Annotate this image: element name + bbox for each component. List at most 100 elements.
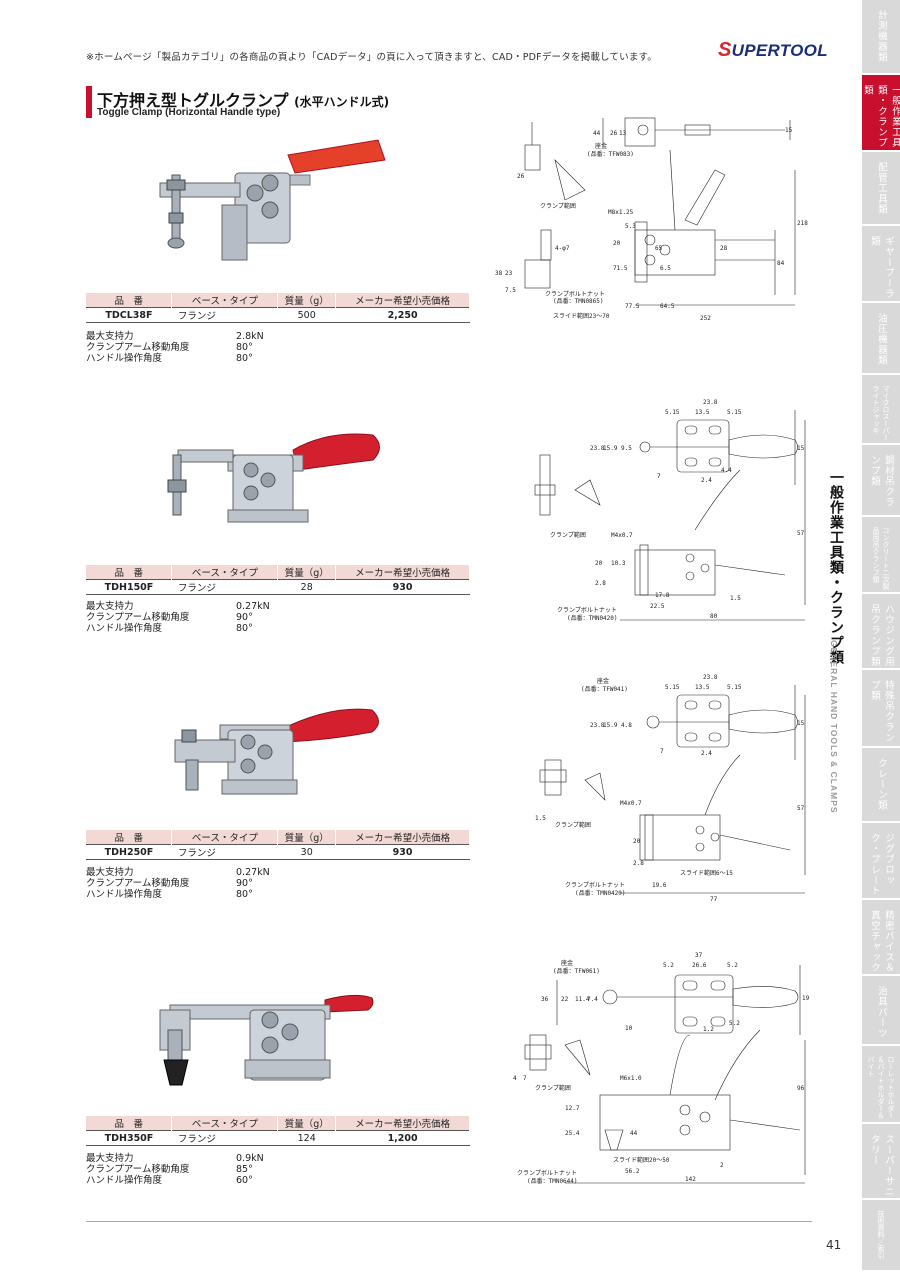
label-clamp-range: クランプ範囲 — [550, 531, 586, 539]
price-value: 1,200 — [335, 1130, 470, 1146]
label-slide: スライド範囲23〜70 — [553, 312, 610, 320]
prop-value-arm: 80° — [236, 342, 253, 353]
tab-label: コンクリート二次製品用吊クランプ類 — [872, 527, 890, 590]
base-type: フランジ — [171, 579, 278, 595]
tab-piping-tools[interactable]: 配管工具類 — [862, 152, 900, 226]
dim-text: 1.5 — [730, 595, 741, 602]
label-nut-no: (品番：TMN0644) — [527, 1178, 578, 1185]
prop-label-arm: クランプアーム移動角度 — [86, 612, 190, 623]
dim-text: 57 — [797, 530, 805, 537]
product-photo-tdh250f — [174, 708, 379, 795]
mass-value: 500 — [277, 307, 336, 323]
header-base: ベース・タイプ — [171, 293, 279, 308]
tab-label: 精密バイス＆真空チャック — [869, 910, 894, 973]
mass-value: 124 — [277, 1130, 336, 1146]
tab-measuring[interactable]: 計測機器類 — [862, 0, 900, 75]
prop-label-handle: ハンドル操作角度 — [86, 1175, 163, 1186]
tab-sanitary[interactable]: スーパーサニタリー — [862, 1124, 900, 1200]
dim-text: 26.6 — [692, 962, 707, 969]
tab-precision-vise[interactable]: 精密バイス＆真空チャック — [862, 900, 900, 976]
tab-technical-index[interactable]: 技術資料／索引 — [862, 1200, 900, 1272]
label-slide: スライド範囲20〜50 — [613, 1156, 670, 1164]
header-mass: 質量（g） — [277, 293, 337, 308]
prop-label-handle: ハンドル操作角度 — [86, 889, 163, 900]
label-bolt: M6x1.0 — [620, 1075, 642, 1082]
footer-rule — [86, 1221, 812, 1222]
dim-text: 71.5 — [613, 265, 628, 272]
dim-text: 13 — [619, 130, 627, 137]
base-type: フランジ — [171, 1130, 278, 1146]
tab-label: スーパーサニタリー — [869, 1134, 894, 1197]
tab-housing-clamps[interactable]: ハウジング用吊クランプ類 — [862, 594, 900, 670]
drawing-tdcl38f: 44 26 13 15 座金 (品番：TFW083) 26 クランプ範囲 M8x… — [495, 117, 808, 322]
prop-label-force: 最大支持力 — [86, 867, 134, 878]
tab-general-tools[interactable]: 一般作業工具類・クランプ類 — [862, 75, 900, 152]
tab-steel-clamps[interactable]: 鋼材吊クランプ類 — [862, 445, 900, 517]
prop-value-handle: 80° — [236, 353, 253, 364]
dim-text: 5.15 — [727, 409, 742, 416]
dim-text: 5.3 — [625, 223, 636, 230]
prop-value-arm: 90° — [236, 612, 253, 623]
dim-text: 23.8 — [703, 674, 718, 681]
tab-special-clamps[interactable]: 特殊吊クランプ類 — [862, 670, 900, 748]
header-mass: 質量（g） — [277, 830, 337, 845]
prop-value-force: 0.27kN — [236, 601, 270, 612]
dim-text: 9.5 — [621, 445, 632, 452]
base-type: フランジ — [171, 307, 278, 323]
dim-text: 7.4 — [587, 996, 598, 1003]
prop-value-force: 0.27kN — [236, 867, 270, 878]
logo-rest: UPERTOOL — [731, 41, 828, 60]
tab-crane[interactable]: クレーン類 — [862, 748, 900, 823]
dim-text: 5.15 — [665, 684, 680, 691]
dim-text: 2.8 — [633, 860, 644, 867]
tab-light-jack[interactable]: マイクロスーパーライトジャッキ — [862, 375, 900, 445]
tab-gear-puller[interactable]: ギヤープーラ類 — [862, 226, 900, 303]
prop-value-force: 2.8kN — [236, 331, 264, 342]
label-nut-no: (品番：TMN0420) — [575, 890, 626, 897]
drawing-tdh150f: 23.8 5.15 13.5 5.15 23.8 15.9 9.5 15 2.4… — [534, 399, 806, 622]
tab-label: 油圧機器類 — [876, 313, 887, 366]
tab-jig-block[interactable]: ジグブロック・プレート — [862, 823, 900, 900]
tab-jig-parts[interactable]: 治具パーツ — [862, 976, 900, 1046]
logo-initial: S — [718, 39, 732, 61]
dim-text: 17.8 — [655, 592, 670, 599]
drawing-tdh350f: 37 座金 (品番：TFW061) 5.2 26.6 5.2 36 22 11.… — [513, 952, 810, 1185]
dim-text: 36 — [541, 996, 549, 1003]
base-type: フランジ — [171, 844, 278, 860]
dim-text: 11.4 — [575, 996, 590, 1003]
dim-text: 22.5 — [650, 603, 665, 610]
tab-label: 計測機器類 — [876, 10, 887, 63]
label-nut-no: (品番：TMN0865) — [553, 298, 604, 305]
dim-text: 15 — [797, 445, 805, 452]
label-nut: クランプボルトナット — [545, 290, 605, 298]
tab-label: クレーン類 — [876, 758, 887, 811]
header-mass: 質量（g） — [277, 1116, 337, 1131]
product-code: TDH250F — [86, 844, 172, 860]
page-number: 41 — [826, 1238, 842, 1252]
page-title-en: Toggle Clamp (Horizontal Handle type) — [97, 107, 281, 118]
header-price: メーカー希望小売価格 — [335, 830, 470, 845]
section-label: 一般作業工具類・クランプ類 — [828, 470, 844, 665]
tab-label: ハウジング用吊クランプ類 — [869, 604, 894, 667]
label-seat: 座金 — [561, 959, 573, 967]
prop-label-arm: クランプアーム移動角度 — [86, 1164, 190, 1175]
dim-text: 23.8 — [590, 722, 605, 729]
supertool-logo: SUPERTOOL — [718, 36, 846, 61]
product-photo-tdcl38f — [159, 139, 386, 261]
tab-knurl-holder[interactable]: ローレットホルダー＆バイトホルダー＆バイト — [862, 1046, 900, 1124]
title-sub: (水平ハンドル式) — [294, 95, 390, 109]
header-base: ベース・タイプ — [171, 565, 279, 580]
dim-text: 96 — [797, 1085, 805, 1092]
dim-text: 5.2 — [727, 962, 738, 969]
tab-concrete-clamps[interactable]: コンクリート二次製品用吊クランプ類 — [862, 517, 900, 594]
dim-text: 23 — [505, 270, 513, 277]
dim-text: 142 — [685, 1176, 696, 1183]
dim-text: 7.5 — [505, 287, 516, 294]
tab-hydraulic[interactable]: 油圧機器類 — [862, 303, 900, 375]
dim-text: 2.8 — [595, 580, 606, 587]
dim-text: 20 — [613, 240, 621, 247]
